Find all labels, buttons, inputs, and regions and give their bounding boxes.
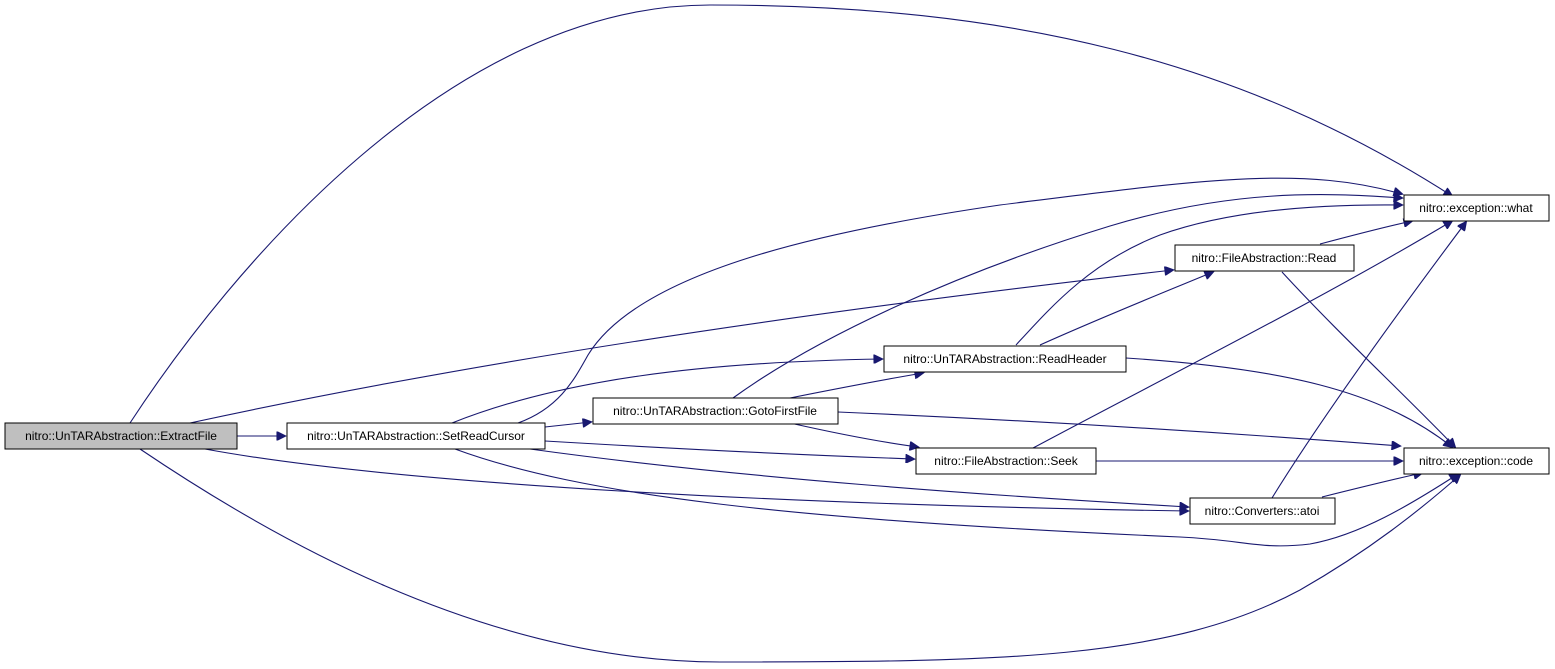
- node-set-read-cursor-label: nitro::UnTARAbstraction::SetReadCursor: [307, 429, 525, 443]
- edge-seek-what: [1032, 221, 1452, 449]
- node-exception-what[interactable]: nitro::exception::what: [1403, 194, 1550, 222]
- edge-readheader-read: [1039, 272, 1213, 346]
- node-exception-what-label: nitro::exception::what: [1419, 201, 1533, 215]
- node-converters-atoi-label: nitro::Converters::atoi: [1205, 504, 1320, 518]
- edge-atoi-code: [1321, 473, 1422, 498]
- edge-extractfile-atoi: [204, 448, 1188, 511]
- edges: [129, 4, 1466, 663]
- node-file-read[interactable]: nitro::FileAbstraction::Read: [1174, 244, 1355, 272]
- edge-setreadcursor-readheader: [451, 359, 882, 424]
- edge-readheader-what: [1015, 205, 1402, 346]
- edge-read-what: [1319, 221, 1412, 245]
- node-file-read-label: nitro::FileAbstraction::Read: [1192, 251, 1337, 265]
- edge-extractfile-read: [189, 270, 1173, 424]
- node-set-read-cursor[interactable]: nitro::UnTARAbstraction::SetReadCursor: [286, 422, 546, 450]
- node-extract-file[interactable]: nitro::UnTARAbstraction::ExtractFile: [4, 422, 238, 450]
- edge-extractfile-what: [129, 4, 1452, 424]
- nodes: nitro::UnTARAbstraction::ExtractFile nit…: [4, 194, 1550, 525]
- node-converters-atoi[interactable]: nitro::Converters::atoi: [1189, 497, 1336, 525]
- node-goto-first-file[interactable]: nitro::UnTARAbstraction::GotoFirstFile: [592, 397, 839, 425]
- node-file-seek[interactable]: nitro::FileAbstraction::Seek: [915, 447, 1097, 475]
- edge-setreadcursor-what: [517, 177, 1402, 424]
- edge-setreadcursor-gotofirstfile: [544, 422, 591, 428]
- edge-gotofirstfile-readheader: [789, 373, 923, 399]
- node-goto-first-file-label: nitro::UnTARAbstraction::GotoFirstFile: [613, 404, 817, 418]
- edge-extractfile-code: [139, 448, 1460, 663]
- edge-gotofirstfile-code: [837, 411, 1400, 446]
- edge-setreadcursor-atoi: [529, 448, 1188, 507]
- node-read-header[interactable]: nitro::UnTARAbstraction::ReadHeader: [883, 345, 1127, 373]
- edge-read-code: [1281, 271, 1455, 447]
- edge-setreadcursor-code: [454, 448, 1458, 547]
- node-exception-code[interactable]: nitro::exception::code: [1403, 447, 1550, 475]
- node-exception-code-label: nitro::exception::code: [1419, 454, 1533, 468]
- edge-setreadcursor-seek: [544, 440, 914, 459]
- node-file-seek-label: nitro::FileAbstraction::Seek: [934, 454, 1078, 468]
- edge-atoi-what: [1271, 222, 1466, 499]
- node-extract-file-label: nitro::UnTARAbstraction::ExtractFile: [25, 429, 217, 443]
- edge-gotofirstfile-what: [732, 195, 1402, 399]
- edge-readheader-code: [1125, 357, 1452, 447]
- edge-gotofirstfile-seek: [789, 422, 918, 447]
- node-read-header-label: nitro::UnTARAbstraction::ReadHeader: [903, 352, 1106, 366]
